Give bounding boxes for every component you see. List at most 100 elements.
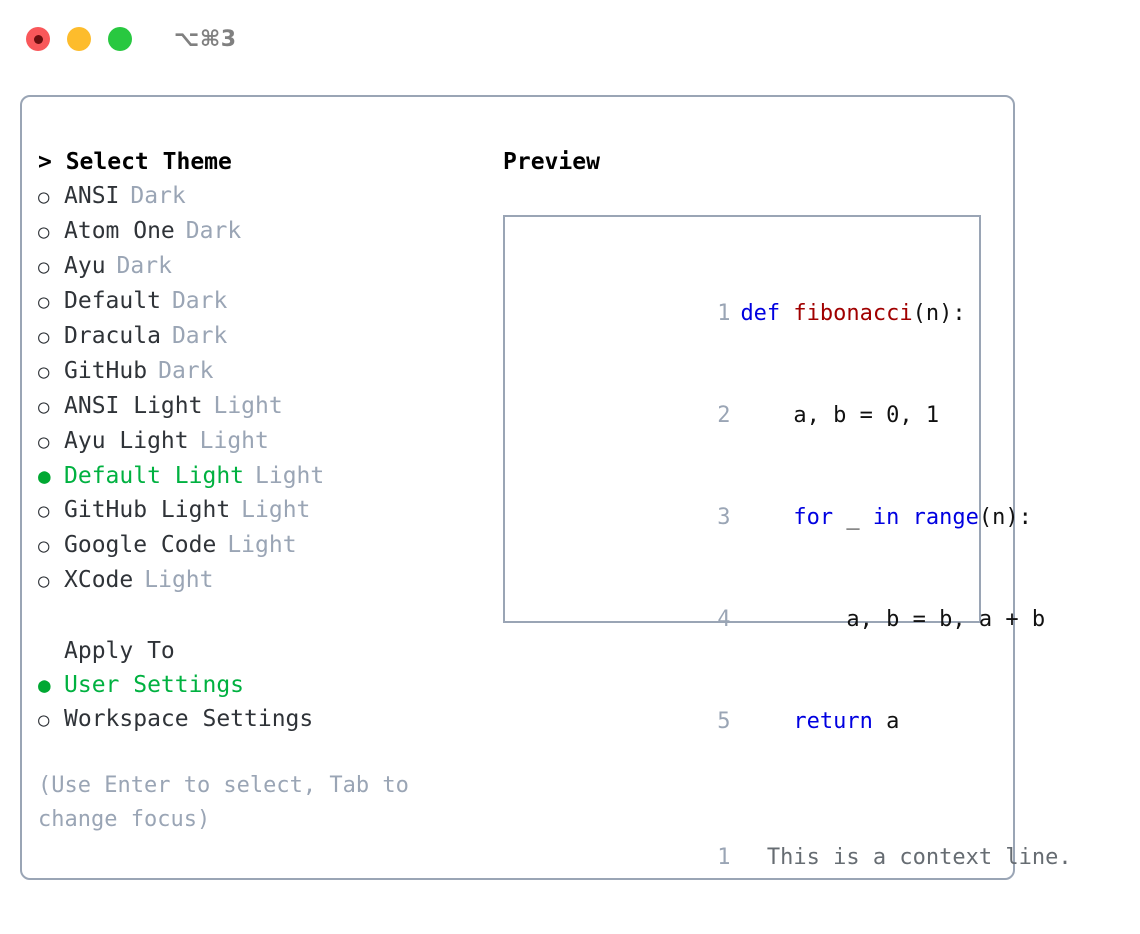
- theme-tag: Light: [255, 463, 325, 489]
- theme-tag: Light: [213, 393, 283, 419]
- radio-icon: ○: [38, 326, 50, 348]
- theme-name: Ayu: [64, 253, 106, 279]
- theme-tag: Dark: [185, 218, 242, 244]
- theme-tag: Dark: [130, 183, 186, 209]
- theme-list-item-ayu-light[interactable]: ○ Ayu Light Light: [38, 424, 503, 459]
- code-token: range: [912, 505, 979, 530]
- radio-selected-icon: ●: [38, 673, 51, 697]
- theme-tag: Light: [199, 428, 269, 454]
- radio-icon: ○: [38, 396, 50, 418]
- code-token: (n):: [978, 505, 1032, 530]
- line-number: 1: [717, 845, 731, 870]
- theme-list-item-xcode[interactable]: ○ XCode Light: [38, 563, 503, 598]
- minimize-button[interactable]: [67, 27, 91, 51]
- main-panel: > Select Theme ○ ANSI Dark ○ Atom One Da…: [20, 95, 1072, 880]
- theme-list-item-ansi-dark[interactable]: ○ ANSI Dark: [38, 179, 503, 214]
- radio-icon: ○: [38, 431, 50, 453]
- window-controls: [26, 27, 132, 51]
- code-token: in: [872, 505, 900, 530]
- radio-icon: ○: [38, 500, 50, 522]
- radio-icon: ○: [38, 291, 50, 313]
- theme-list: ○ ANSI Dark ○ Atom One Dark ○ Ayu Dark: [38, 179, 503, 598]
- line-number: 4: [717, 607, 731, 632]
- radio-icon: ○: [38, 186, 50, 208]
- code-token: a, b = 0, 1: [740, 403, 940, 428]
- radio-icon: ○: [38, 709, 50, 731]
- window-shortcut-label: ⌥⌘3: [174, 26, 237, 52]
- code-token: (n):: [912, 301, 966, 326]
- diff-sample: 1 This is a context line. 2- This line w…: [519, 807, 1071, 934]
- apply-to-option-user-settings[interactable]: ● User Settings: [38, 668, 503, 702]
- theme-list-item-github-light[interactable]: ○ GitHub Light Light: [38, 493, 503, 528]
- theme-name: Google Code: [64, 532, 217, 558]
- code-token: _: [833, 505, 873, 530]
- theme-list-item-github-dark[interactable]: ○ GitHub Dark: [38, 354, 503, 389]
- theme-tag: Light: [241, 497, 311, 523]
- theme-name: Dracula: [64, 323, 161, 349]
- theme-tag: Light: [144, 567, 214, 593]
- theme-name: ANSI Light: [64, 393, 203, 419]
- theme-list-item-default-dark[interactable]: ○ Default Dark: [38, 284, 503, 319]
- theme-name: Default Light: [64, 463, 245, 489]
- code-token: a, b = b, a + b: [740, 607, 1046, 632]
- code-token: [899, 505, 912, 530]
- code-token: [740, 505, 793, 530]
- theme-list-column: > Select Theme ○ ANSI Dark ○ Atom One Da…: [38, 145, 503, 837]
- theme-list-item-ayu-dark[interactable]: ○ Ayu Dark: [38, 249, 503, 284]
- diff-line-context: 1 This is a context line.: [519, 807, 1071, 909]
- radio-icon: ○: [38, 256, 50, 278]
- code-line: 4 a, b = b, a + b: [519, 569, 1045, 671]
- theme-tag: Dark: [158, 358, 214, 384]
- theme-name: Ayu Light: [64, 428, 189, 454]
- radio-icon: ○: [38, 221, 50, 243]
- theme-tag: Dark: [171, 323, 228, 349]
- line-number: 5: [717, 709, 731, 734]
- title-bar: ⌥⌘3: [0, 0, 1140, 78]
- line-number: 1: [717, 301, 731, 326]
- diff-sign: [740, 845, 753, 870]
- theme-tag: Light: [227, 532, 297, 558]
- radio-icon: ○: [38, 570, 50, 592]
- code-token: fibonacci: [793, 301, 913, 326]
- theme-name: GitHub Light: [64, 497, 231, 523]
- theme-list-item-atom-one-dark[interactable]: ○ Atom One Dark: [38, 214, 503, 249]
- code-line: 5 return a: [519, 671, 979, 773]
- theme-list-item-ansi-light[interactable]: ○ ANSI Light Light: [38, 389, 503, 424]
- theme-list-item-dracula-dark[interactable]: ○ Dracula Dark: [38, 319, 503, 354]
- code-line: 3 for _ in range(n):: [519, 467, 1032, 569]
- theme-list-item-default-light[interactable]: ● Default Light Light: [38, 459, 503, 493]
- diff-line-deleted: 2- This line was deleted.: [519, 909, 979, 934]
- apply-to-group: ● User Settings ○ Workspace Settings: [38, 668, 503, 737]
- theme-list-item-google-code[interactable]: ○ Google Code Light: [38, 528, 503, 563]
- theme-name: ANSI: [64, 183, 120, 209]
- preview-gap: [519, 773, 979, 807]
- code-token: [740, 709, 793, 734]
- apply-to-label: Workspace Settings: [64, 706, 314, 732]
- preview-header: Preview: [503, 149, 600, 175]
- maximize-button[interactable]: [108, 27, 132, 51]
- theme-tag: Dark: [116, 253, 172, 279]
- list-spacer: [38, 598, 503, 634]
- code-token: a: [872, 709, 900, 734]
- radio-selected-icon: ●: [38, 464, 51, 488]
- select-theme-header: > Select Theme: [38, 149, 232, 175]
- radio-icon: ○: [38, 361, 50, 383]
- theme-name: Atom One: [64, 218, 175, 244]
- theme-tag: Dark: [171, 288, 228, 314]
- close-active-dot: [33, 34, 43, 44]
- theme-name: XCode: [64, 567, 134, 593]
- apply-to-label: User Settings: [64, 672, 245, 698]
- diff-text: This is a context line.: [753, 845, 1072, 870]
- code-token: return: [793, 709, 873, 734]
- close-button[interactable]: [26, 27, 50, 51]
- code-line: 2 a, b = 0, 1: [519, 365, 979, 467]
- code-token: for: [793, 505, 834, 530]
- apply-to-header: Apply To: [64, 638, 175, 664]
- theme-name: Default: [64, 288, 161, 314]
- apply-to-option-workspace-settings[interactable]: ○ Workspace Settings: [38, 702, 503, 737]
